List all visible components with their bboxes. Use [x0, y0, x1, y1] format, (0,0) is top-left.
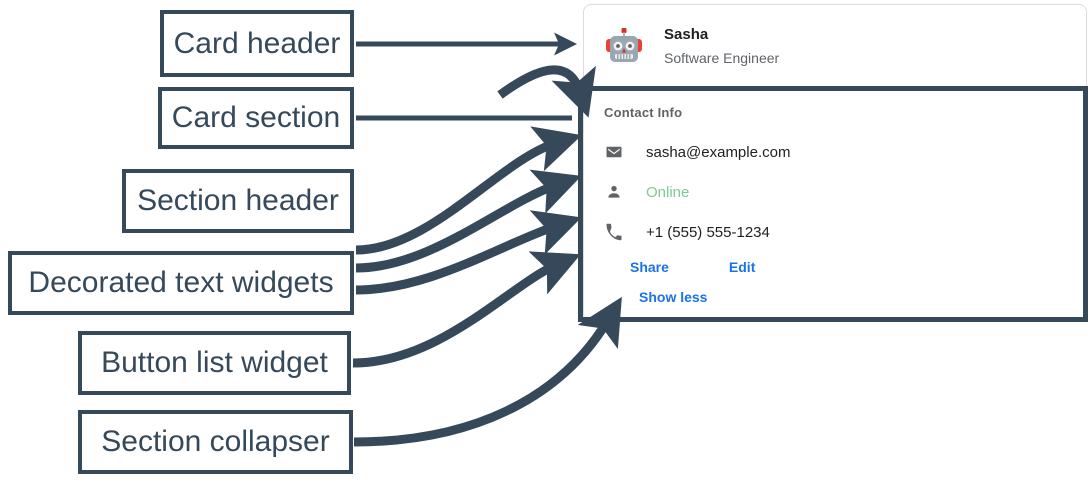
callout-section-collapser-label: Section collapser	[101, 425, 330, 458]
decorated-text-widget-phone: +1 (555) 555-1234	[604, 219, 1086, 245]
phone-value: +1 (555) 555-1234	[646, 223, 770, 241]
arrow-button-list	[352, 251, 581, 368]
card-section: Contact Info sasha@example.com Online	[584, 87, 1086, 305]
decorated-text-widget-email: sasha@example.com	[604, 139, 1086, 165]
callout-button-list-label: Button list widget	[101, 346, 328, 379]
decorated-text-widget-status: Online	[604, 179, 1086, 205]
phone-icon	[604, 222, 624, 242]
callout-card-header: Card header	[160, 10, 354, 77]
callout-section-header: Section header	[122, 169, 354, 233]
email-value: sasha@example.com	[646, 143, 791, 161]
card-title: Sasha	[664, 25, 709, 43]
callout-section-header-label: Section header	[137, 184, 339, 217]
callout-decorated-text-label: Decorated text widgets	[28, 266, 334, 299]
callout-card-section-label: Card section	[171, 101, 341, 134]
card-subtitle: Software Engineer	[664, 49, 780, 66]
callout-card-section: Card section	[158, 87, 354, 149]
arrow-section-collapser	[353, 296, 622, 447]
arrow-section-header	[355, 126, 582, 255]
callout-section-collapser: Section collapser	[78, 410, 353, 474]
profile-card: Sasha Software Engineer Contact Info sas…	[583, 4, 1087, 322]
callout-decorated-text: Decorated text widgets	[8, 251, 354, 315]
callout-button-list: Button list widget	[78, 331, 351, 395]
button-list-widget: Share Edit	[604, 259, 1086, 275]
robot-avatar-icon	[606, 28, 642, 62]
arrow-card-section	[497, 65, 596, 118]
status-value: Online	[646, 183, 690, 201]
email-icon	[604, 142, 624, 162]
section-collapser-button[interactable]: Show less	[639, 289, 708, 305]
section-header: Contact Info	[604, 105, 683, 120]
card-header: Sasha Software Engineer	[584, 5, 1086, 87]
person-icon	[604, 182, 624, 202]
arrow-decorated-text-2	[355, 210, 582, 295]
edit-button[interactable]: Edit	[728, 259, 756, 275]
arrow-decorated-text-1	[355, 169, 582, 273]
card-header-text: Sasha Software Engineer	[664, 25, 779, 68]
share-button[interactable]: Share	[630, 259, 669, 275]
callout-card-header-label: Card header	[173, 26, 341, 60]
